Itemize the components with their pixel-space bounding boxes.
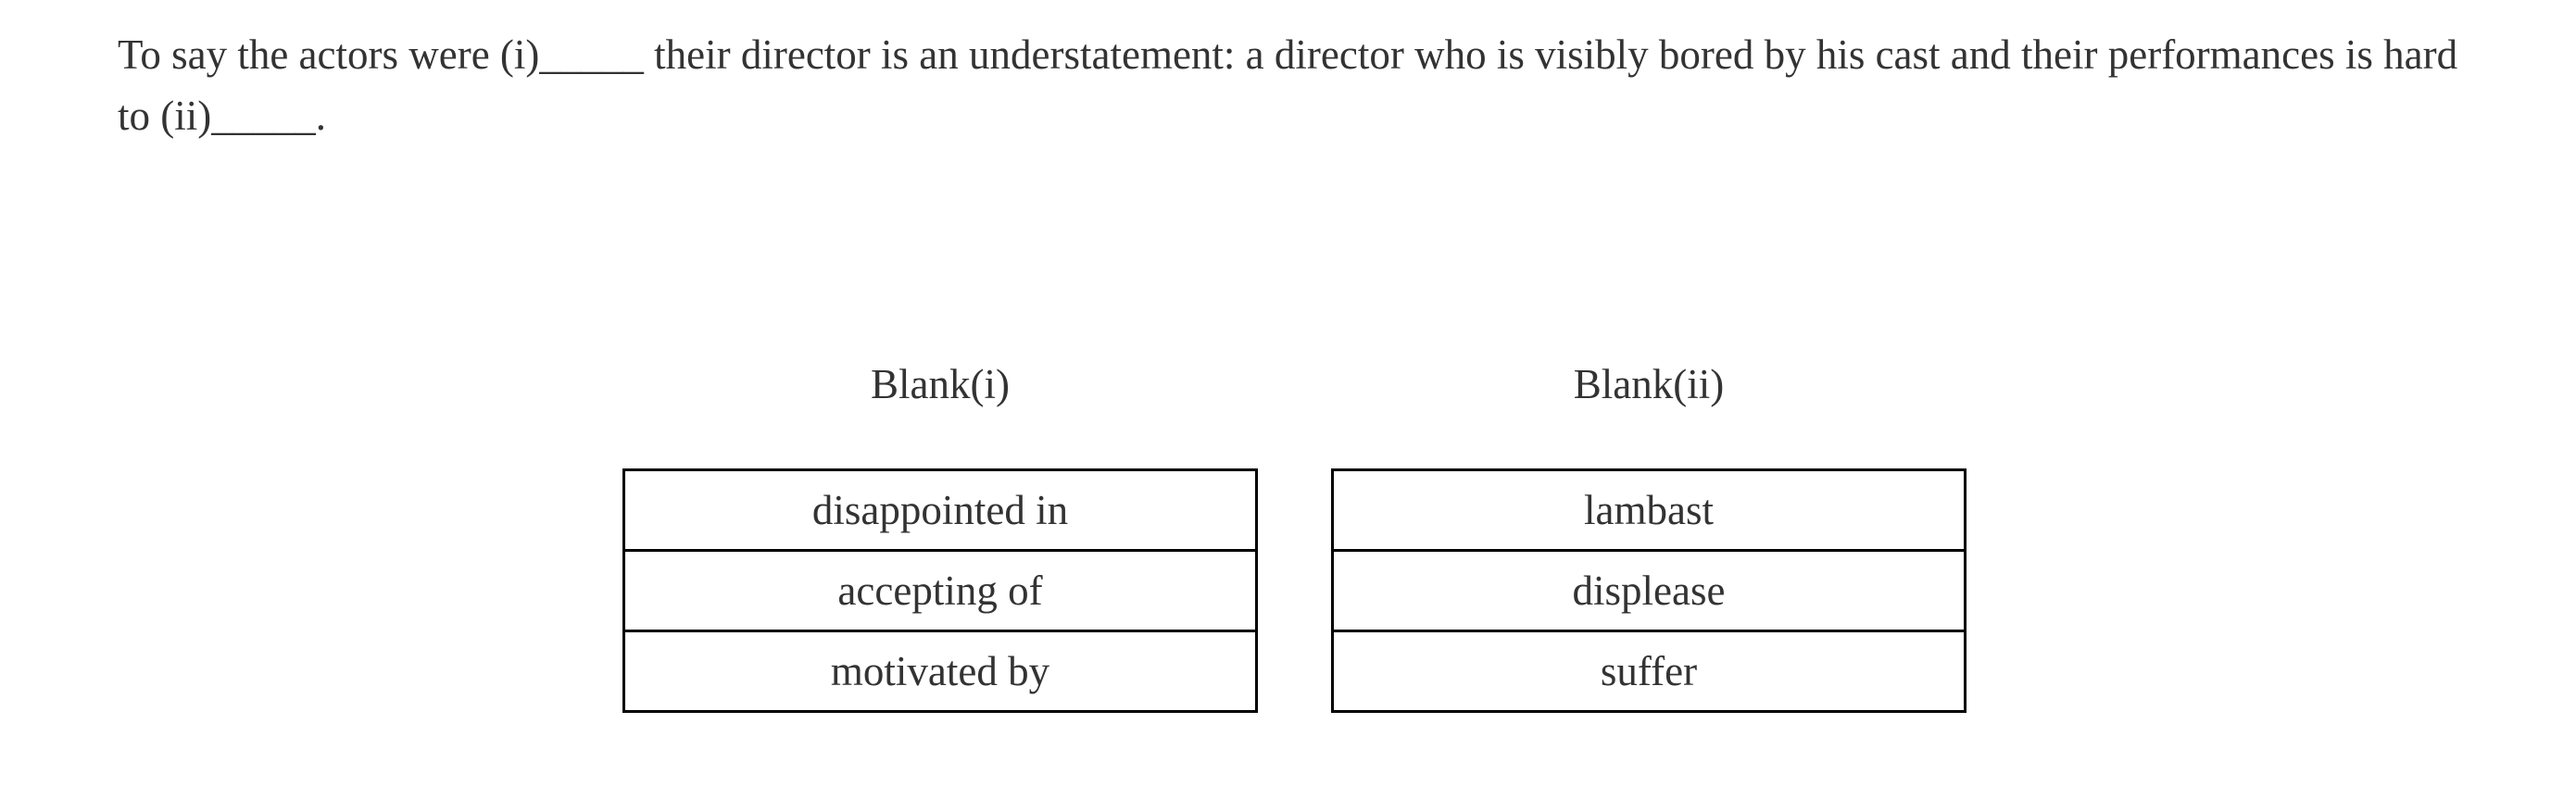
option-accepting-of[interactable]: accepting of: [622, 549, 1258, 632]
question-part-2: their director is an understatement: a d…: [118, 31, 2458, 139]
blank-ii-header: Blank(ii): [1573, 361, 1725, 407]
blank-i-header: Blank(i): [871, 361, 1010, 407]
option-displease[interactable]: displease: [1331, 549, 1967, 632]
blank-ii-options-table: lambast displease suffer: [1331, 468, 1967, 713]
table-row: motivated by: [622, 630, 1258, 713]
question-text: To say the actors were (i)_____ their di…: [118, 24, 2489, 146]
question-part-3: .: [315, 93, 326, 139]
option-disappointed-in[interactable]: disappointed in: [622, 468, 1258, 552]
table-row: displease: [1331, 549, 1967, 632]
table-row: lambast: [1331, 468, 1967, 552]
option-suffer[interactable]: suffer: [1331, 630, 1967, 713]
blank-i-options-table: disappointed in accepting of motivated b…: [622, 468, 1258, 713]
option-motivated-by[interactable]: motivated by: [622, 630, 1258, 713]
table-row: disappointed in: [622, 468, 1258, 552]
table-row: accepting of: [622, 549, 1258, 632]
blank-ii-placeholder: _____: [211, 93, 316, 139]
question-part-1: To say the actors were (i): [118, 31, 540, 78]
option-lambast[interactable]: lambast: [1331, 468, 1967, 552]
blank-i-placeholder: _____: [539, 31, 644, 78]
table-row: suffer: [1331, 630, 1967, 713]
